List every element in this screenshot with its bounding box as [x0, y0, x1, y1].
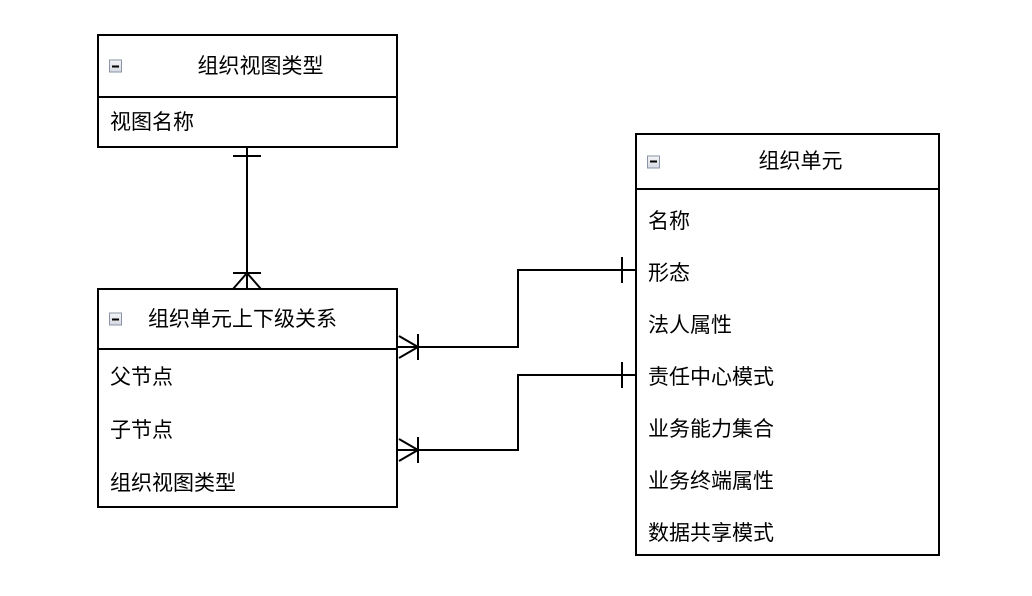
entity-org-view-type[interactable]: 组织视图类型 视图名称: [97, 34, 398, 148]
minus-bar: [650, 160, 657, 163]
entity-org-unit[interactable]: 组织单元 名称 形态 法人属性 责任中心模式 业务能力集合 业务终端属性 数据共…: [635, 133, 940, 556]
connector-path-orthogonal: [398, 374, 635, 451]
entity-attribute-list: 视图名称: [99, 98, 396, 146]
connector-hierarchy-parent-to-unit[interactable]: [398, 257, 635, 360]
attribute-row[interactable]: 父节点: [110, 366, 173, 389]
entity-title: 组织单元: [758, 150, 843, 173]
attribute-row[interactable]: 法人属性: [648, 314, 732, 337]
crow-foot-many: [398, 438, 419, 462]
crow-foot-many: [232, 272, 262, 290]
entity-header[interactable]: 组织视图类型: [99, 36, 396, 98]
entity-org-unit-hierarchy[interactable]: 组织单元上下级关系 父节点 子节点 组织视图类型: [97, 288, 398, 508]
connector-path-orthogonal: [398, 269, 635, 348]
entity-title: 组织单元上下级关系: [148, 307, 337, 331]
entity-title: 组织视图类型: [197, 54, 324, 78]
minus-bar: [112, 318, 119, 320]
collapse-minus-icon[interactable]: [647, 155, 660, 168]
entity-attribute-list: 父节点 子节点 组织视图类型: [99, 350, 396, 506]
attribute-row[interactable]: 组织视图类型: [110, 472, 236, 495]
attribute-row[interactable]: 数据共享模式: [648, 522, 774, 545]
entity-attribute-list: 名称 形态 法人属性 责任中心模式 业务能力集合 业务终端属性 数据共享模式: [637, 190, 938, 554]
entity-header[interactable]: 组织单元: [637, 135, 938, 190]
attribute-row[interactable]: 名称: [648, 210, 690, 233]
minus-bar: [112, 65, 119, 67]
attribute-row[interactable]: 业务能力集合: [648, 418, 774, 441]
collapse-minus-icon[interactable]: [109, 59, 122, 73]
connector-view-type-to-hierarchy[interactable]: [232, 148, 262, 290]
attribute-row[interactable]: 视图名称: [110, 111, 194, 134]
crow-foot-many: [398, 335, 419, 359]
connector-hierarchy-child-to-unit[interactable]: [398, 362, 635, 463]
collapse-minus-icon[interactable]: [109, 312, 122, 326]
attribute-row[interactable]: 责任中心模式: [648, 366, 774, 389]
attribute-row[interactable]: 形态: [648, 262, 690, 285]
attribute-row[interactable]: 业务终端属性: [648, 470, 774, 493]
entity-header[interactable]: 组织单元上下级关系: [99, 290, 396, 350]
attribute-row[interactable]: 子节点: [110, 419, 173, 442]
